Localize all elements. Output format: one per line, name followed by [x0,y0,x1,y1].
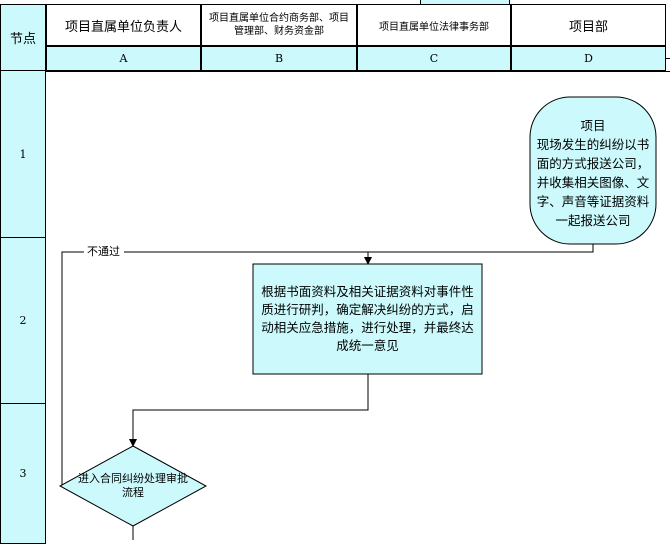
process-box-text: 根据书面资料及相关证据资料对事件性质进行研判，确定解决纠纷的方式，启动相关应急措… [261,284,474,353]
column-a-title: 项目直属单位负责人 [64,19,182,35]
decision-diamond: 进入合同纠纷处理审批流程 [78,470,188,502]
connector-start-to-process [364,244,594,265]
connector-process-to-decision [129,374,369,447]
decision-diamond-text: 进入合同纠纷处理审批流程 [78,472,188,499]
column-d-letter: D [584,52,593,65]
row-2-label: 2 [19,314,27,327]
column-a-letter: A [119,52,128,65]
column-c-header: 项目直属单位法律事务部 [357,4,511,46]
process-box-shape [252,263,483,375]
start-terminator-shape [529,96,657,245]
column-a-header: 项目直属单位负责人 [46,4,201,46]
top-border-stub [420,0,510,4]
start-terminator-text: 项目 现场发生的纠纷以书面的方式报送公司，并收集相关图像、文字、声音等证据资料一… [536,117,650,228]
column-a-letter-cell: A [46,46,201,71]
connector-reject-loop [61,251,84,486]
column-c-letter-cell: C [357,46,511,71]
decision-diamond-shape [58,445,208,527]
column-c-title: 项目直属单位法律事务部 [379,21,489,33]
column-b-letter-cell: B [201,46,357,71]
column-d-title: 项目部 [568,19,608,35]
header-tick [666,58,670,59]
column-c-letter: C [429,52,439,65]
main-area-top-border [46,71,670,72]
row-1-label: 1 [19,147,27,161]
row-3-label-cell: 3 [0,404,46,544]
process-box: 根据书面资料及相关证据资料对事件性质进行研判，确定解决纠纷的方式，启动相关应急措… [258,272,477,366]
reject-edge-label-text: 不通过 [87,245,120,258]
column-b-letter: B [274,52,284,65]
column-d-header: 项目部 [511,4,666,46]
column-b-title: 项目直属单位合约商务部、项目管理部、财务资金部 [209,13,349,37]
reject-edge-label: 不通过 [86,244,121,260]
column-b-header: 项目直属单位合约商务部、项目管理部、财务资金部 [201,4,357,46]
node-header-label: 节点 [9,32,36,47]
column-d-letter-cell: D [511,46,666,71]
row-3-label: 3 [19,467,27,480]
row-2-label-cell: 2 [0,238,46,404]
start-terminator: 项目 现场发生的纠纷以书面的方式报送公司，并收集相关图像、文字、声音等证据资料一… [536,110,650,235]
node-header: 节点 [0,4,46,71]
row-1-label-cell: 1 [0,71,46,238]
